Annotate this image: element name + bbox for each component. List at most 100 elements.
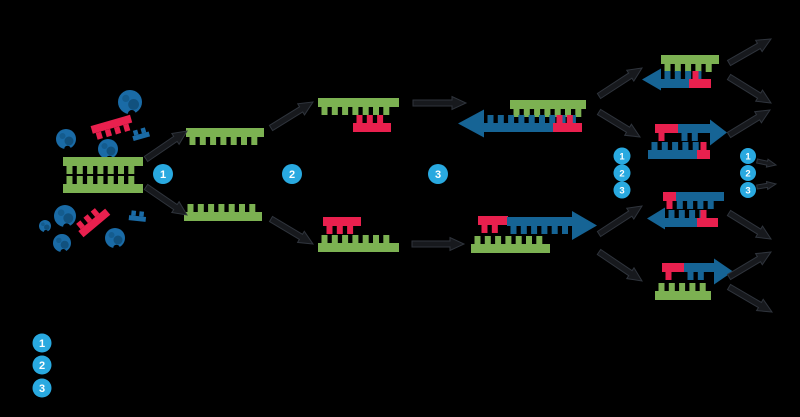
enzyme-shade	[101, 143, 108, 149]
product1-template	[661, 55, 719, 72]
legend-step-1-circle	[32, 333, 52, 353]
strand-tooth	[687, 272, 694, 280]
strand-tooth	[497, 115, 504, 123]
strand-tooth	[658, 133, 665, 141]
product3-primer-top	[663, 192, 676, 209]
strand-tooth	[251, 137, 258, 145]
strand-bar	[697, 150, 710, 159]
polymerase-enzyme	[53, 234, 71, 255]
legend: 1 2 3	[32, 333, 52, 398]
strand-tooth	[241, 137, 247, 145]
strand-tooth	[531, 226, 538, 234]
cycle-repeat-right-3-badge: 3	[740, 182, 756, 198]
step-3-badge-label: 3	[435, 169, 441, 181]
denaturation-stage	[184, 128, 264, 221]
strand-tooth	[481, 225, 488, 233]
cycle-repeat-right-2-circle	[740, 165, 756, 181]
elongation-stage	[458, 100, 597, 253]
strand-tooth	[118, 166, 124, 174]
strand-tooth	[113, 126, 122, 135]
strand-tooth	[559, 115, 566, 123]
enzyme-shade	[41, 222, 45, 226]
strand-tooth	[140, 127, 147, 134]
strand-bar	[662, 263, 684, 272]
cycle-repeat-right-1-circle	[740, 148, 756, 164]
strand-tooth	[544, 109, 551, 117]
enzyme-shade	[56, 237, 62, 243]
strand-bar	[510, 100, 586, 109]
strand-tooth	[118, 176, 124, 184]
enzyme-notch	[60, 249, 67, 255]
cycle-repeat-1-label: 1	[619, 152, 625, 163]
strand-tooth	[336, 226, 343, 234]
legend-step-3-badge: 3	[32, 378, 52, 398]
new-strand-top	[484, 115, 582, 132]
repeat-small-arrow-2	[756, 180, 778, 191]
strand-bar	[661, 55, 719, 64]
strand-bar	[318, 243, 399, 252]
legend-step-2-number: 2	[39, 360, 45, 372]
enzyme-shade	[128, 99, 140, 110]
strand-bar	[353, 123, 391, 132]
cycle-repeat-right-1-label: 1	[745, 152, 751, 163]
new-strand-bottom	[507, 217, 572, 234]
legend-step-1-number: 1	[39, 338, 45, 350]
strand-tooth	[695, 64, 702, 72]
cycle-repeat-3-circle	[613, 181, 631, 199]
cycle-repeat-2-label: 2	[619, 169, 624, 180]
strand-tooth	[534, 109, 541, 117]
cycle-repeat-2-circle	[613, 164, 631, 182]
strand-tooth	[352, 107, 359, 115]
strand-bar	[78, 208, 111, 238]
strand-bar	[63, 184, 143, 193]
strand-bar	[507, 217, 572, 226]
polymerase-enzyme	[56, 129, 76, 153]
strand-tooth	[90, 208, 100, 218]
strand-tooth	[549, 115, 556, 123]
strand-tooth	[699, 283, 706, 291]
product3-primer-bottom	[697, 210, 718, 227]
strand-bar	[323, 217, 361, 226]
cycle-repeat-1-badge: 1	[613, 147, 631, 165]
strand-tooth	[356, 115, 363, 123]
strand-tooth	[484, 236, 491, 244]
free-primer	[76, 208, 111, 238]
strand-tooth	[228, 204, 235, 212]
enzyme-notch	[113, 244, 120, 252]
strand-tooth	[83, 214, 93, 224]
enzyme-notch	[63, 223, 71, 231]
strand-tooth	[518, 115, 525, 123]
strand-tooth	[87, 176, 94, 184]
cycle-repeat-2-badge: 2	[613, 164, 631, 182]
strand-bar	[132, 131, 151, 142]
strand-tooth	[131, 210, 137, 216]
strand-tooth	[362, 107, 369, 115]
strand-tooth	[689, 283, 696, 291]
strand-tooth	[76, 176, 83, 184]
branch-arrow-2	[596, 108, 642, 138]
strand-tooth	[554, 109, 561, 117]
enzyme-shade	[64, 136, 74, 146]
enzyme-shade	[60, 240, 69, 249]
strand-tooth	[691, 133, 698, 141]
strand-tooth	[707, 201, 714, 209]
enzyme-shade	[57, 209, 65, 216]
strand-tooth	[373, 107, 379, 115]
strand-bar	[90, 114, 133, 134]
step-1-badge-label: 1	[160, 169, 166, 181]
strand-tooth	[97, 176, 104, 184]
flow-arrows	[143, 38, 778, 313]
strand-tooth	[249, 204, 256, 212]
step-3-badge: 3	[428, 164, 448, 184]
strand-tooth	[513, 109, 520, 117]
strand-tooth	[556, 115, 563, 123]
strand-tooth	[107, 166, 114, 174]
annealed-primer-top	[353, 115, 391, 132]
synthesis-arrowhead	[458, 109, 484, 138]
anneal-arrow-down	[268, 215, 315, 245]
strand-bar	[697, 218, 718, 227]
cycle-repeat-3-badge: 3	[613, 181, 631, 199]
strand-tooth	[373, 235, 379, 243]
strand-tooth	[668, 283, 675, 291]
